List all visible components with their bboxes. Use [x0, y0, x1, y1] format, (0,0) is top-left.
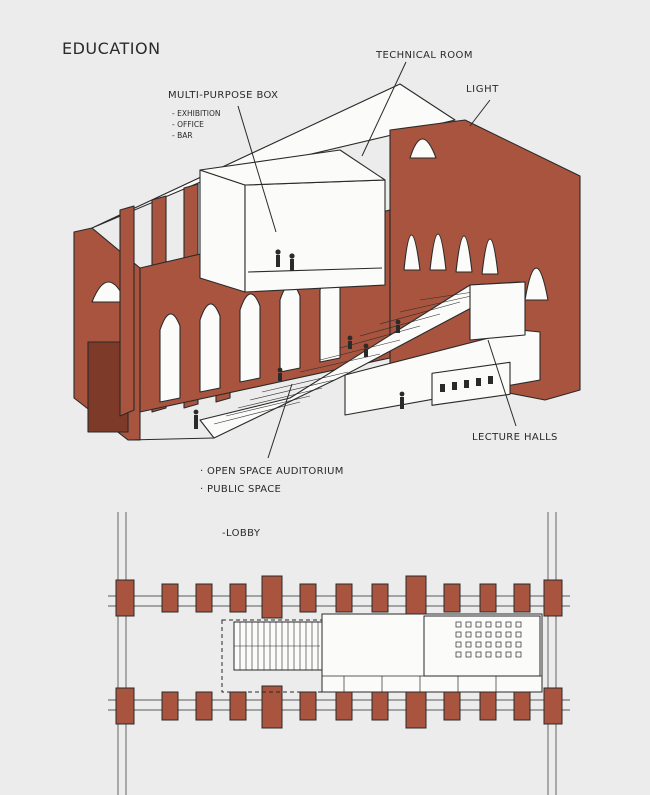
section-perspective [73, 83, 581, 441]
label-mpb-office: - OFFICE [172, 120, 204, 129]
right-end-window [524, 267, 549, 301]
roof-plane [91, 83, 456, 229]
ground-line [127, 437, 215, 441]
multipurpose-box-side [199, 169, 246, 293]
multipurpose-box-top [199, 149, 386, 186]
label-public-space: · PUBLIC SPACE [200, 484, 281, 495]
figures-on-stair [193, 319, 405, 429]
label-mpb-bar: - BAR [172, 131, 193, 140]
figures-in-box [275, 249, 295, 271]
leader-lecture-halls [487, 339, 517, 427]
leader-multipurpose-box [237, 105, 277, 233]
label-light: LIGHT [466, 84, 499, 95]
annotation-leaders [237, 61, 517, 459]
label-technical-room: TECHNICAL ROOM [375, 50, 473, 61]
floor-plan [108, 512, 570, 795]
inner-wall-arches [159, 273, 341, 403]
label-lobby: -LOBBY [222, 528, 261, 539]
gable-top-window [409, 138, 437, 159]
plan-seats [455, 621, 522, 658]
right-wall-arches [403, 233, 499, 275]
upper-lecture-room [469, 281, 526, 341]
multipurpose-box-front [244, 179, 386, 293]
sheet-title: EDUCATION [62, 39, 161, 58]
lecture-hall-chairs [440, 376, 493, 392]
plan-top-piers [115, 575, 563, 619]
label-mpb-exhibition: - EXHIBITION [172, 109, 220, 118]
leader-auditorium [267, 383, 293, 459]
label-lecture-halls: LECTURE HALLS [472, 432, 558, 443]
leader-technical-room [361, 61, 407, 157]
leader-light [469, 99, 491, 127]
plan-lower-bays [322, 675, 542, 692]
plan-lecture-hall-inner [423, 615, 541, 677]
lecture-hall-opening [431, 361, 511, 406]
label-multi-purpose-box: MULTI-PURPOSE BOX [168, 90, 278, 101]
box-floor-line [247, 267, 383, 273]
label-open-space-auditorium: · OPEN SPACE AUDITORIUM [200, 466, 344, 477]
